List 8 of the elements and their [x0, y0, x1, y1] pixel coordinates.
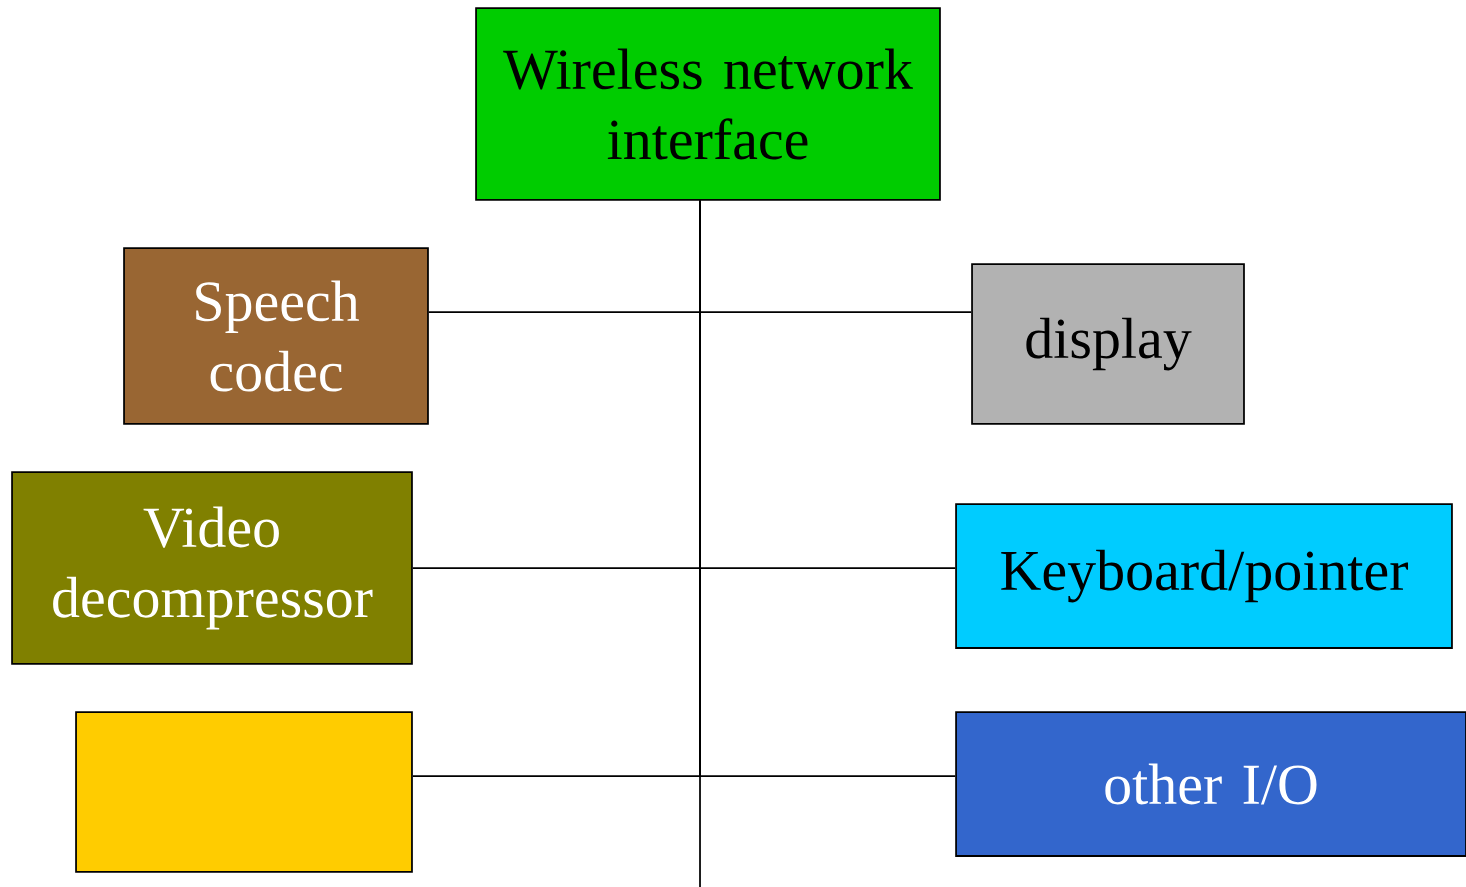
block-box: display — [971, 263, 1245, 425]
block-box: other I/O — [955, 711, 1466, 857]
block-box: Wireless network interface — [475, 7, 941, 201]
bus-line — [699, 200, 701, 887]
empty-box — [75, 711, 413, 873]
block-box: Keyboard/pointer — [955, 503, 1453, 649]
block-box: Video decompressor — [11, 471, 413, 665]
block-box: Speech codec — [123, 247, 429, 425]
